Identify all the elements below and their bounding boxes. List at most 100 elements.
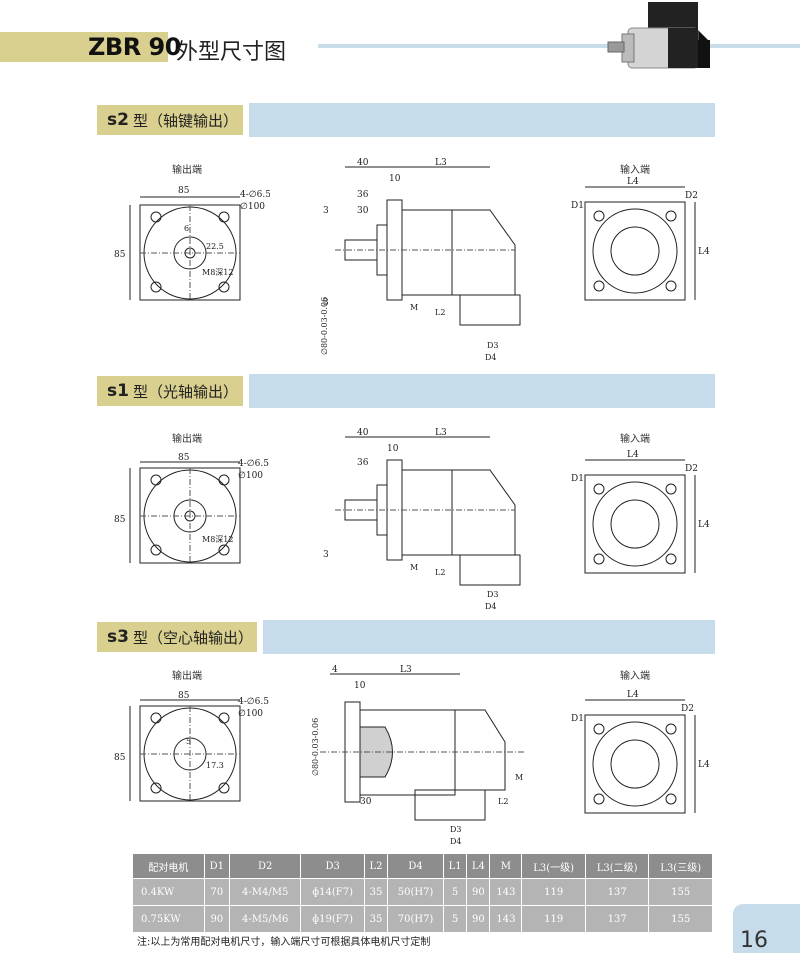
- svg-text:3: 3: [323, 298, 329, 308]
- table-cell: 35: [364, 878, 389, 906]
- svg-text:D3: D3: [487, 590, 499, 599]
- svg-text:∅80-0.03-0.06: ∅80-0.03-0.06: [311, 718, 320, 776]
- svg-text:D2: D2: [681, 704, 694, 714]
- s2-side-view: 40 L3 10 36 30 3 ∅80-0.03-0.06 3 M L2 D3…: [320, 158, 521, 362]
- s2-output-caption: 输出端: [172, 165, 202, 176]
- svg-text:D3: D3: [487, 341, 499, 350]
- svg-text:3: 3: [323, 206, 329, 216]
- svg-text:∅100: ∅100: [240, 202, 265, 212]
- col-header: L4: [466, 854, 491, 879]
- svg-text:L2: L2: [435, 568, 445, 577]
- svg-text:4-∅6.5: 4-∅6.5: [238, 459, 269, 469]
- s2-input-view: L4 D1 D2 L4: [571, 177, 710, 301]
- svg-text:L3: L3: [435, 428, 447, 438]
- col-header: M: [489, 854, 523, 879]
- svg-text:22.5: 22.5: [206, 242, 224, 251]
- svg-text:17.3: 17.3: [206, 761, 224, 770]
- table-cell: 137: [585, 878, 650, 906]
- col-header: D1: [204, 854, 230, 879]
- table-cell: 155: [648, 878, 713, 906]
- table-cell: 119: [521, 878, 586, 906]
- col-header: L3(三级): [648, 854, 713, 879]
- col-header: L1: [443, 854, 468, 879]
- svg-text:∅80-0.03-0.06: ∅80-0.03-0.06: [320, 297, 329, 355]
- svg-text:D1: D1: [571, 201, 584, 211]
- page-title: 外型尺寸图: [176, 40, 287, 65]
- svg-text:30: 30: [357, 206, 369, 216]
- svg-text:L3: L3: [435, 158, 447, 168]
- svg-text:4-∅6.5: 4-∅6.5: [240, 190, 270, 200]
- spec-table: 配对电机 D1 D2 D3 L2 D4 L1 L4 M L3(一级) L3(二级…: [133, 854, 713, 932]
- table-cell: 90: [204, 905, 230, 932]
- svg-text:D1: D1: [571, 714, 584, 724]
- svg-text:3: 3: [323, 550, 329, 560]
- s1-output-view: 85 4-∅6.5 ∅100 M8深12 85: [114, 453, 269, 564]
- page-number-tab: [733, 904, 800, 953]
- svg-text:D4: D4: [450, 837, 462, 846]
- s3-side-view: 4 L3 10 ∅80-0.03-0.06 30 M L2 D3 D4: [311, 665, 525, 846]
- s3-output-caption: 输出端: [172, 671, 202, 682]
- svg-text:85: 85: [178, 186, 190, 196]
- svg-text:L4: L4: [627, 450, 639, 460]
- svg-text:5: 5: [186, 737, 191, 746]
- svg-text:L4: L4: [627, 177, 639, 187]
- section-s2-band: [249, 103, 715, 137]
- svg-text:D4: D4: [485, 602, 497, 611]
- svg-text:36: 36: [357, 458, 369, 468]
- col-header: L3(二级): [585, 854, 650, 879]
- svg-text:M: M: [410, 303, 418, 312]
- svg-text:D2: D2: [685, 191, 698, 201]
- table-cell: 0.4KW: [133, 878, 205, 906]
- svg-text:L4: L4: [698, 760, 710, 770]
- svg-text:M8深12: M8深12: [202, 268, 233, 277]
- svg-text:4-∅6.5: 4-∅6.5: [238, 697, 269, 707]
- svg-text:L4: L4: [627, 690, 639, 700]
- table-cell: 5: [443, 878, 468, 906]
- table-cell: ɸ19(F7): [300, 905, 365, 932]
- s1-side-view: 40 L3 10 36 3 M L2 D3 D4: [323, 428, 521, 611]
- col-header: L3(一级): [521, 854, 586, 879]
- col-header: D3: [300, 854, 365, 879]
- footnote: 注:以上为常用配对电机尺寸，输入端尺寸可根据具体电机尺寸定制: [137, 937, 431, 948]
- svg-text:10: 10: [389, 174, 401, 184]
- s3-input-caption: 输入端: [620, 671, 650, 682]
- s3-input-view: L4 D1 D2 L4: [571, 690, 710, 814]
- svg-text:L4: L4: [698, 520, 710, 530]
- col-header: D4: [387, 854, 445, 879]
- svg-text:L3: L3: [400, 665, 412, 675]
- table-cell: 0.75KW: [133, 905, 205, 932]
- model-code: ZBR 90: [88, 33, 181, 61]
- svg-text:D3: D3: [450, 825, 462, 834]
- svg-text:10: 10: [387, 444, 399, 454]
- s2-output-view: 85 4-∅6.5 ∅100 6 22.5 M8深12 85: [114, 186, 270, 301]
- table-header-row: 配对电机 D1 D2 D3 L2 D4 L1 L4 M L3(一级) L3(二级…: [133, 854, 713, 879]
- header-rule: [318, 44, 800, 48]
- table-cell: 4-M4/M5: [229, 878, 302, 906]
- table-cell: 137: [585, 905, 650, 932]
- svg-text:D4: D4: [485, 353, 497, 362]
- svg-text:L4: L4: [698, 247, 710, 257]
- table-cell: 35: [364, 905, 389, 932]
- section-s1-band: [249, 374, 715, 408]
- svg-text:M: M: [410, 563, 418, 572]
- table-cell: 143: [489, 905, 523, 932]
- svg-text:10: 10: [354, 681, 366, 691]
- svg-text:D2: D2: [685, 464, 698, 474]
- col-header: 配对电机: [133, 854, 205, 879]
- table-cell: 143: [489, 878, 523, 906]
- table-cell: 90: [466, 905, 491, 932]
- svg-text:85: 85: [114, 753, 126, 763]
- svg-text:40: 40: [357, 428, 369, 438]
- table-cell: 90: [466, 878, 491, 906]
- col-header: D2: [229, 854, 302, 879]
- table-cell: 155: [648, 905, 713, 932]
- svg-text:6: 6: [184, 224, 189, 233]
- table-row: 0.4KW 70 4-M4/M5 ɸ14(F7) 35 50(H7) 5 90 …: [133, 878, 713, 906]
- svg-text:85: 85: [114, 515, 126, 525]
- gearbox-product-image: [607, 2, 710, 69]
- svg-text:85: 85: [178, 691, 190, 701]
- table-cell: ɸ14(F7): [300, 878, 365, 906]
- table-cell: 70: [204, 878, 230, 906]
